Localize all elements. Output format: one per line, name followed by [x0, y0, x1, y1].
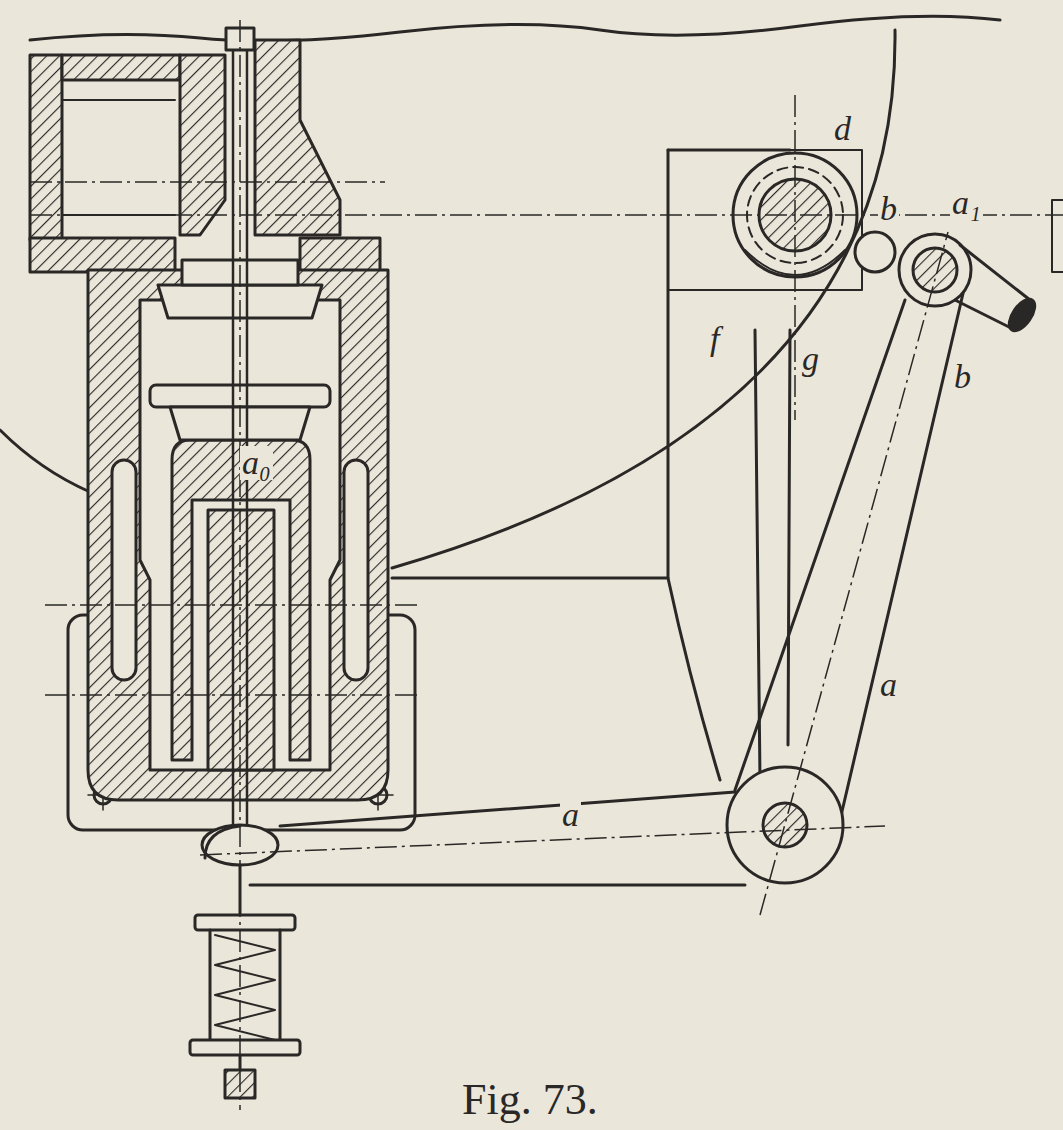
- part-letter: d: [832, 112, 853, 146]
- part-letter: a: [560, 798, 581, 832]
- part-letter: b: [878, 192, 899, 226]
- part-letter: a₁: [950, 186, 983, 220]
- part-letter: f: [708, 322, 721, 356]
- figure-caption: Fig. 73.: [462, 1078, 598, 1122]
- part-letter: g: [800, 342, 821, 376]
- part-letter: a₀: [240, 446, 273, 480]
- part-letter: b: [952, 360, 973, 394]
- part-letter: a: [878, 668, 899, 702]
